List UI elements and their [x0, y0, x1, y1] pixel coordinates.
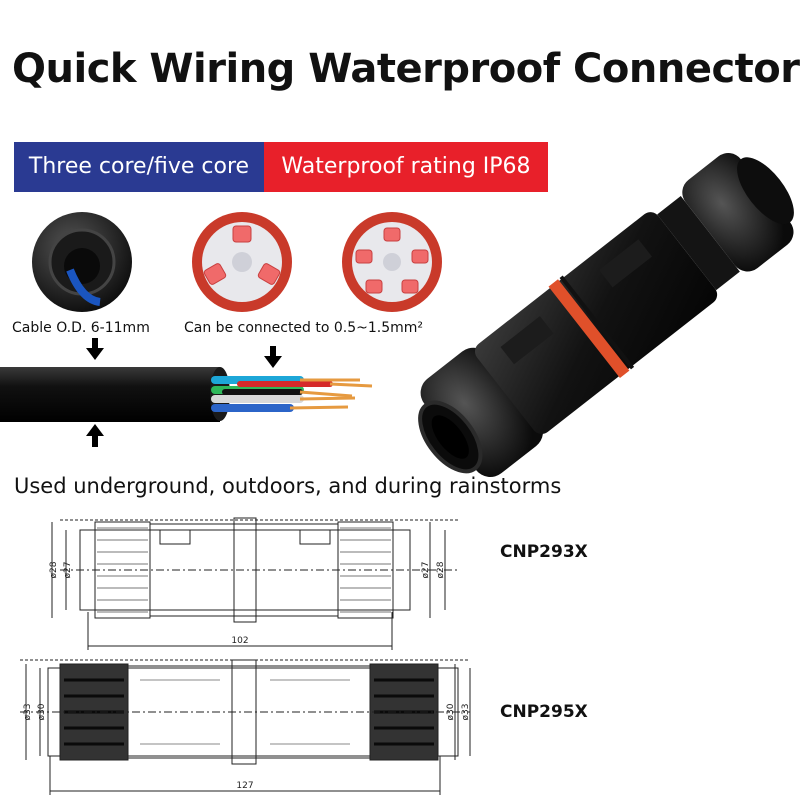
connector-photo — [418, 153, 794, 477]
outer-diameter-right-cnp295x: ø33 — [461, 704, 471, 721]
drawing-cnp293x — [51, 517, 460, 650]
arrow-icons — [86, 338, 282, 447]
length-label-cnp295x: 127 — [236, 781, 253, 791]
five-core-terminal-photo — [342, 212, 442, 312]
inner-diameter-right-cnp293x: ø27 — [421, 562, 431, 579]
usage-subtitle: Used underground, outdoors, and during r… — [14, 474, 562, 498]
core-count-badge: Three core/five core — [14, 142, 264, 192]
drawing-cnp295x — [20, 659, 471, 795]
three-core-terminal-photo — [192, 212, 292, 312]
model-label-cnp293x: CNP293X — [500, 542, 588, 562]
outer-diameter-right-cnp293x: ø28 — [436, 561, 446, 578]
inner-diameter-left-cnp295x: ø30 — [37, 703, 47, 720]
cable-illustration — [0, 367, 373, 422]
ip-rating-badge: Waterproof rating IP68 — [264, 142, 548, 192]
outer-diameter-left-cnp295x: ø33 — [23, 704, 33, 721]
wire-range-label: Can be connected to 0.5~1.5mm² — [184, 320, 424, 336]
model-label-cnp295x: CNP295X — [500, 702, 588, 722]
cable-gland-photo — [32, 212, 132, 312]
cable-od-label: Cable O.D. 6-11mm — [12, 320, 150, 336]
outer-diameter-left-cnp293x: ø28 — [49, 561, 59, 578]
length-label-cnp293x: 102 — [231, 636, 248, 646]
inner-diameter-left-cnp293x: ø27 — [63, 562, 73, 579]
page-title: Quick Wiring Waterproof Connector — [12, 46, 800, 92]
inner-diameter-right-cnp295x: ø30 — [446, 703, 456, 720]
